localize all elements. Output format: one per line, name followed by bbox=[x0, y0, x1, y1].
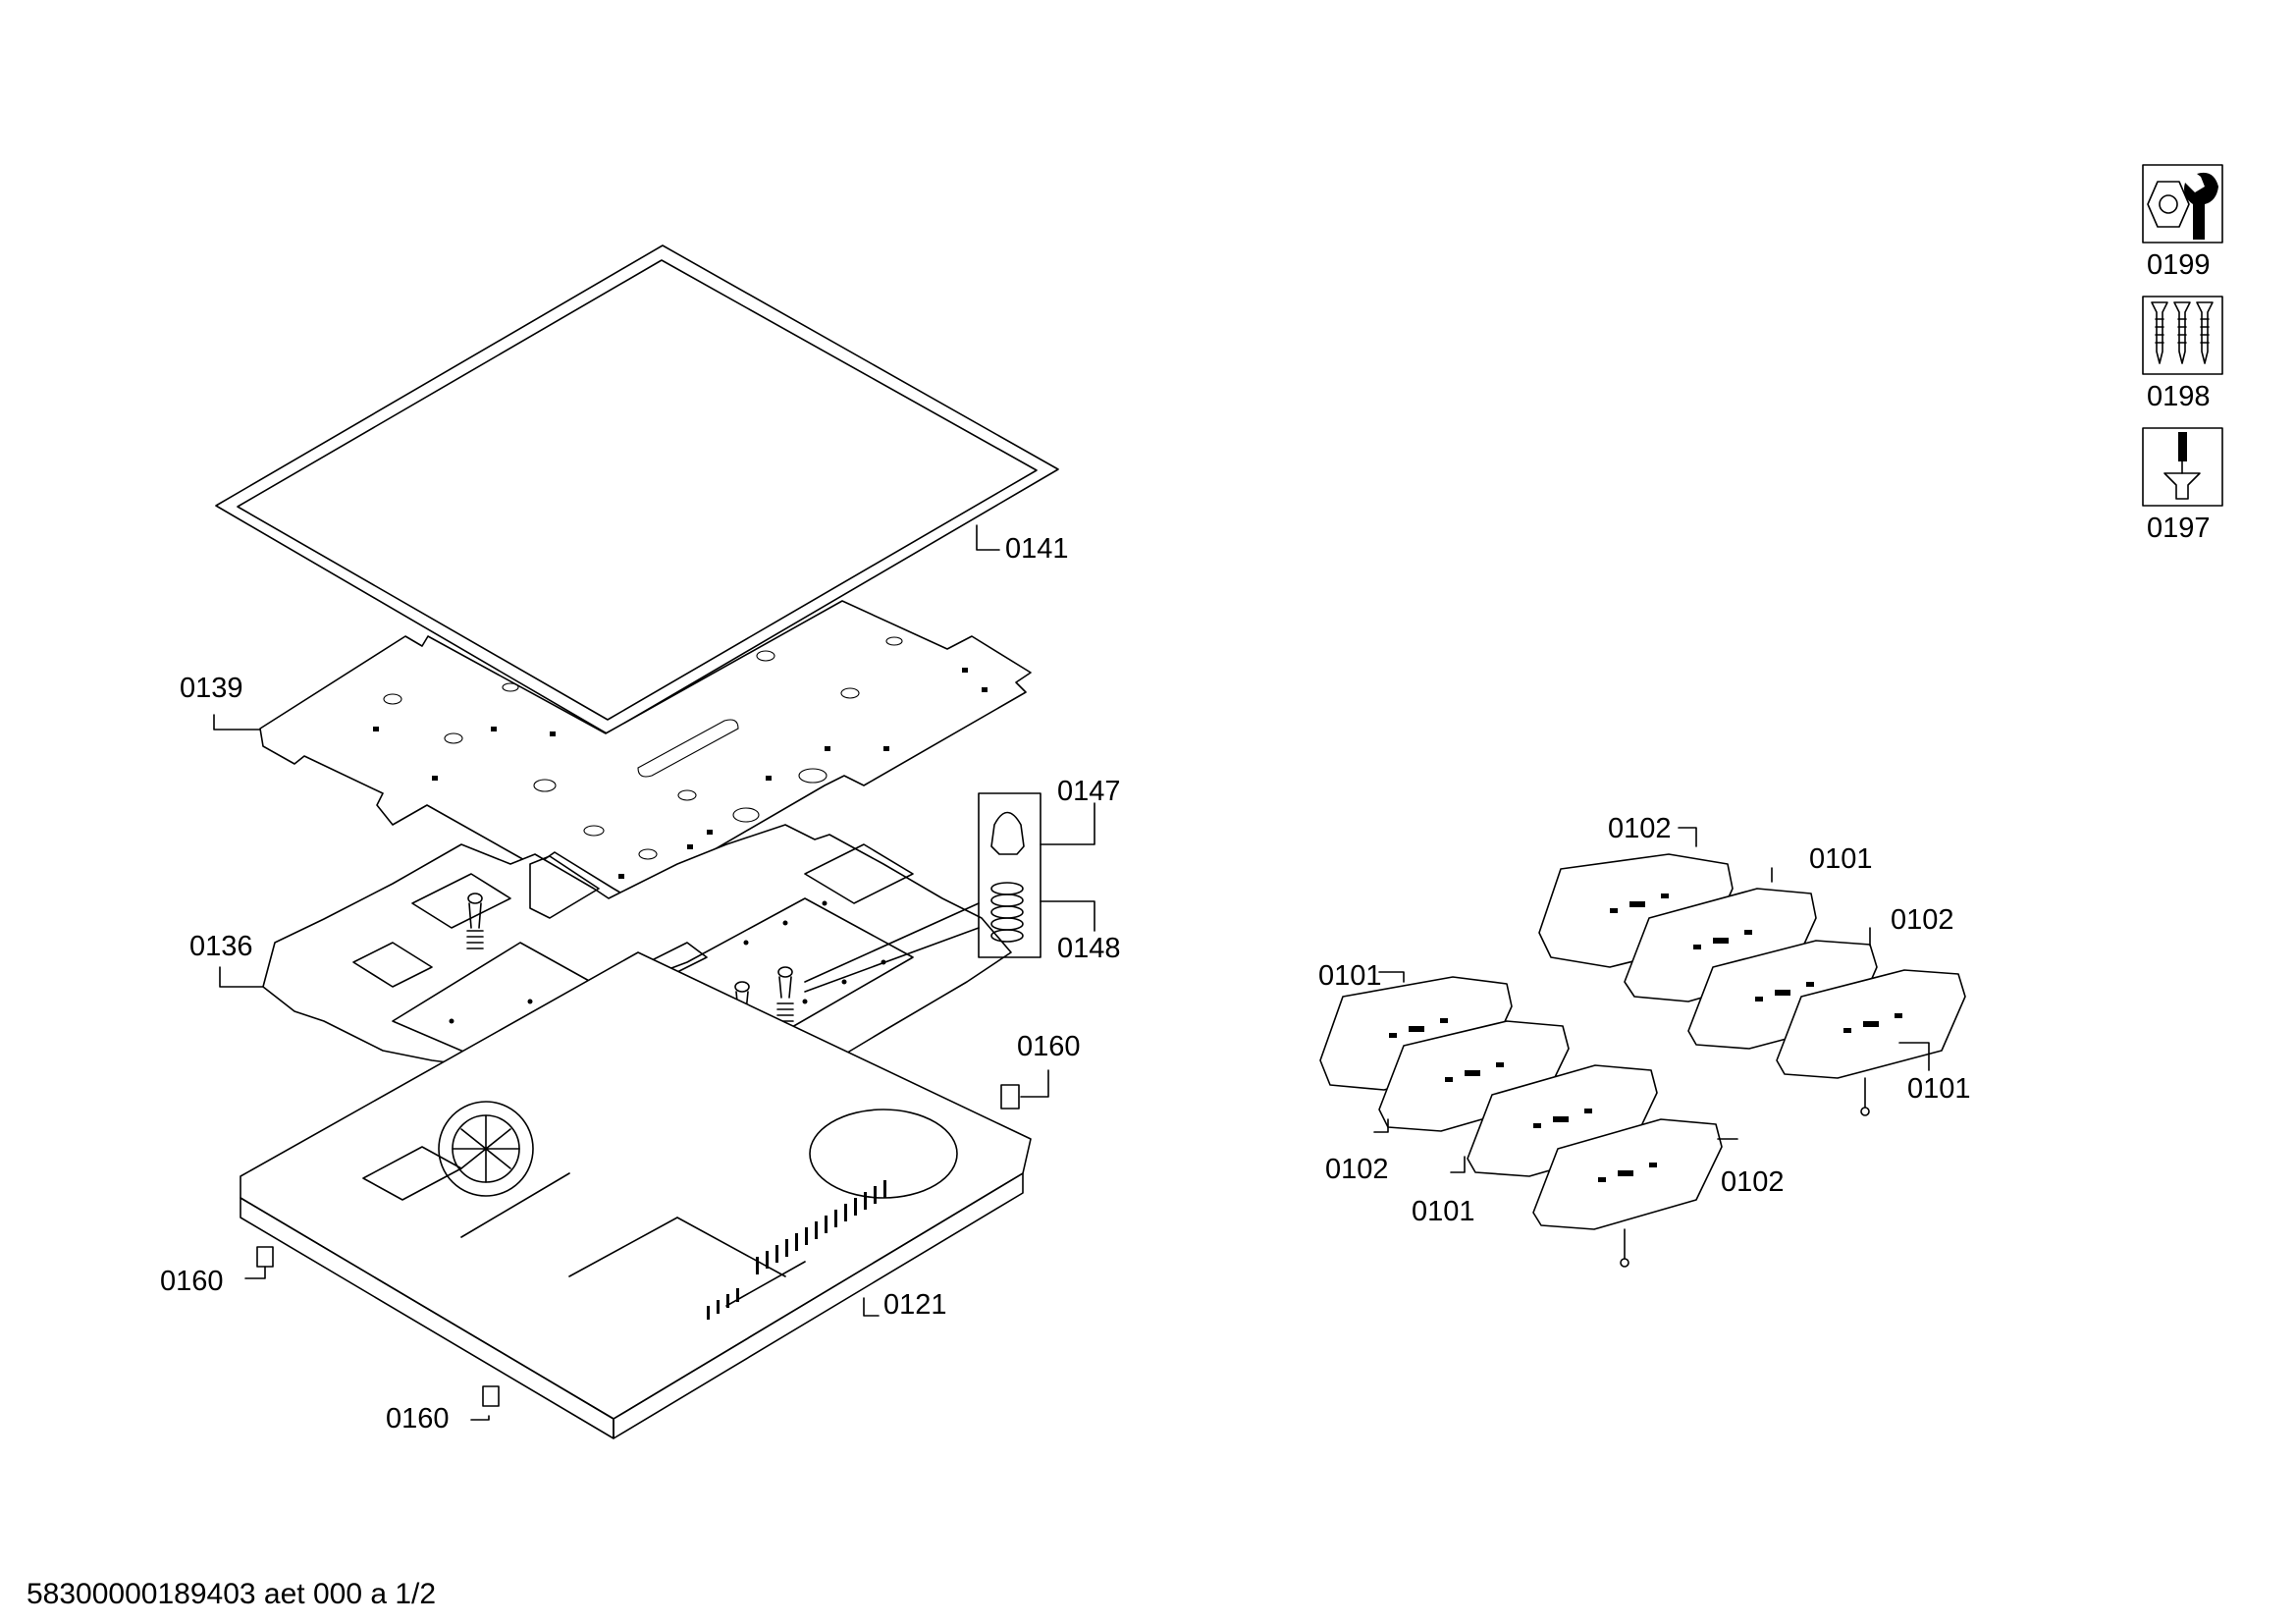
label-0102-top: 0102 bbox=[1608, 813, 1672, 844]
label-0148: 0148 bbox=[1057, 933, 1121, 964]
legend-label-0199: 0199 bbox=[2147, 249, 2211, 281]
label-0101-right: 0101 bbox=[1907, 1073, 1971, 1105]
part-0121-bottom-housing bbox=[240, 951, 1032, 1439]
part-0101-0102-induction-coils bbox=[1319, 853, 1966, 1268]
detail-callout-0147-0148 bbox=[978, 792, 1041, 958]
part-0160-clips bbox=[256, 1084, 1020, 1407]
label-0147: 0147 bbox=[1057, 776, 1121, 807]
part-labels: 0141 0139 0147 0148 0136 0160 0160 0121 … bbox=[160, 533, 1971, 1435]
legend-label-0198: 0198 bbox=[2147, 381, 2211, 412]
coil-front-0102 bbox=[1532, 1118, 1723, 1268]
label-0121: 0121 bbox=[883, 1289, 947, 1321]
label-0102-right: 0102 bbox=[1891, 904, 1954, 936]
legend-label-0197: 0197 bbox=[2147, 513, 2211, 544]
legend-accessories: 0199 0198 0197 bbox=[2142, 164, 2223, 544]
label-0101-top: 0101 bbox=[1809, 843, 1873, 875]
label-0102-left: 0102 bbox=[1325, 1154, 1389, 1185]
label-0139: 0139 bbox=[180, 673, 243, 704]
legend-item-0197: 0197 bbox=[2142, 427, 2223, 544]
part-0141-seal-frame bbox=[215, 244, 1059, 734]
label-0141: 0141 bbox=[1005, 533, 1069, 565]
screws-icon bbox=[2151, 301, 2214, 364]
coil-front-right-0101 bbox=[1776, 969, 1966, 1116]
label-0160-lower: 0160 bbox=[386, 1403, 450, 1435]
part-0139-support-plate bbox=[259, 600, 1032, 899]
label-0160-left: 0160 bbox=[160, 1266, 224, 1297]
nut-and-wrench-icon bbox=[2147, 172, 2218, 240]
document-footer-id: 58300000189403 aet 000 a 1/2 bbox=[27, 1578, 436, 1610]
legend-item-0198: 0198 bbox=[2142, 296, 2223, 412]
leader-lines bbox=[213, 524, 1930, 1421]
screwdriver-screw-icon bbox=[2163, 432, 2201, 500]
label-0101-left: 0101 bbox=[1318, 960, 1382, 992]
legend-item-0199: 0199 bbox=[2142, 164, 2223, 281]
label-0136: 0136 bbox=[189, 931, 253, 962]
label-0102-front: 0102 bbox=[1721, 1166, 1785, 1198]
label-0101-front: 0101 bbox=[1412, 1196, 1475, 1227]
label-0160-upper: 0160 bbox=[1017, 1031, 1081, 1062]
